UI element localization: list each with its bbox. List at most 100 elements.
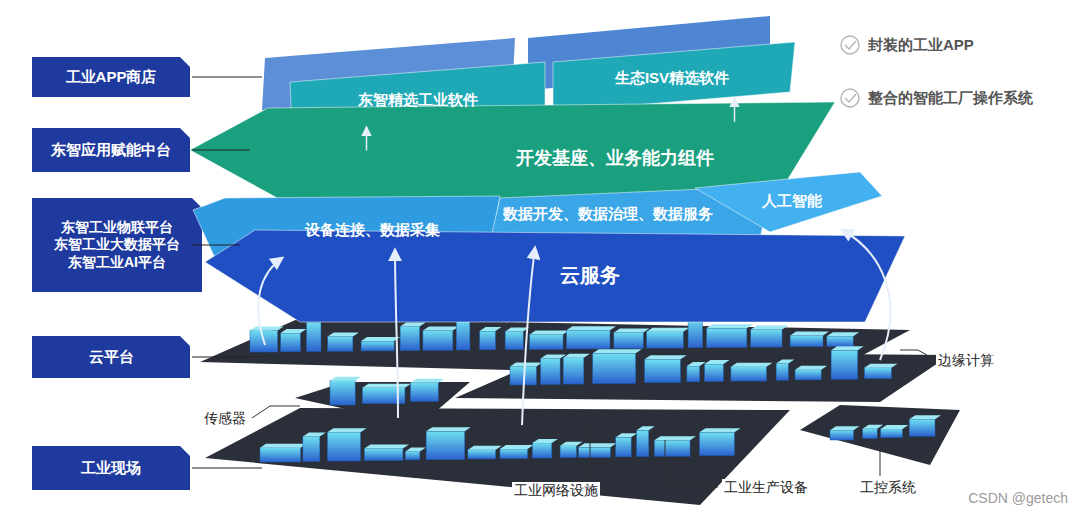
cloud-layer: 云服务 [205, 230, 905, 322]
building-roof [645, 355, 687, 359]
node-text: 设备连接、数据采集 [305, 221, 440, 240]
building [327, 432, 360, 461]
building [328, 336, 353, 351]
watermark: CSDN @getech [966, 490, 1070, 507]
building-roof [566, 326, 616, 330]
building [362, 388, 405, 404]
callout-label: 工业网络设施 [512, 482, 600, 499]
building [306, 322, 321, 351]
app-card-shape [553, 42, 795, 112]
callout-leader [590, 425, 591, 477]
building [616, 437, 631, 456]
node-text: 数据开发、数据治理、数据服务 [503, 205, 713, 224]
building-roof [426, 427, 471, 431]
building [505, 331, 523, 349]
data-flow-arrow [395, 250, 398, 418]
building-roof [909, 415, 941, 419]
building-roof [827, 332, 859, 336]
building-roof [795, 366, 827, 370]
building-roof [790, 331, 829, 335]
data-flow-arrow [258, 258, 282, 345]
building-roof [361, 337, 400, 341]
factory-buildings [260, 426, 740, 462]
building-roof [410, 379, 444, 383]
building-roof [707, 324, 753, 328]
building-roof [731, 363, 773, 367]
side-label-box-shape [32, 128, 190, 172]
data-flow-arrow [522, 248, 535, 425]
building [776, 364, 788, 381]
building [468, 450, 496, 459]
building-roof [250, 327, 284, 331]
building [566, 330, 610, 349]
app-card: 生态ISV精选软件 [553, 42, 795, 112]
label-holder: 边缘计算 [936, 352, 996, 369]
node-text: 开发基座、业务能力组件 [516, 147, 714, 170]
factory-buildings [510, 346, 897, 385]
building-roof [705, 360, 730, 364]
connector-arrow [734, 98, 736, 122]
node-text: 工业现场 [81, 459, 141, 478]
building [687, 366, 700, 382]
building [751, 329, 782, 347]
building-roof [405, 447, 426, 451]
building [864, 368, 891, 379]
building [560, 446, 576, 458]
factory-plate [205, 408, 790, 505]
building-roof [260, 444, 307, 448]
building-roof [364, 444, 409, 448]
node-text: 东智精选工业软件 [358, 91, 478, 110]
legend-holder: 封装的工业APP [866, 36, 976, 54]
node-text: 东智工业物联平台 东智工业大数据平台 东智工业AI平台 [42, 219, 192, 272]
building [647, 332, 684, 348]
leader-line [192, 356, 262, 357]
factory-buildings [830, 415, 941, 440]
connector-arrow [366, 127, 368, 151]
building-roof [699, 428, 740, 432]
side-label-box: 工业APP商店 [32, 57, 190, 97]
building [426, 431, 465, 459]
building [500, 449, 528, 459]
callout-label: 工业生产设备 [722, 479, 810, 496]
building [510, 366, 536, 385]
building [405, 451, 420, 460]
callout-leader [252, 406, 300, 418]
callout-label: 传感器 [202, 410, 248, 427]
building-roof [687, 362, 706, 366]
building [614, 332, 644, 348]
label-holder: CSDN @getech [966, 490, 1070, 507]
building-roof [654, 436, 696, 440]
factory-plate [455, 352, 950, 402]
building [699, 432, 734, 455]
building-roof [510, 362, 542, 366]
side-label-box-shape [32, 198, 202, 292]
check-icon [845, 94, 856, 102]
building-roof [328, 332, 359, 336]
label-holder: 工业网络设施 [512, 482, 600, 499]
building [364, 448, 403, 460]
building [645, 359, 681, 382]
building-roof [303, 432, 326, 436]
building-roof [831, 346, 864, 350]
legend-text: 封装的工业APP [866, 36, 976, 54]
building-roof [647, 328, 690, 332]
building [281, 333, 301, 352]
factory-plate [800, 405, 960, 465]
building [731, 367, 767, 381]
building [250, 331, 278, 352]
callout-label: 边缘计算 [936, 352, 996, 369]
node-text: 人工智能 [762, 192, 822, 211]
building-roof [560, 442, 582, 446]
factory-buildings [330, 377, 444, 405]
node-text: 生态ISV精选软件 [615, 69, 729, 88]
building-roof [563, 354, 590, 358]
building-roof [616, 433, 637, 437]
building [456, 319, 470, 350]
building [654, 440, 690, 456]
leader-line [192, 244, 240, 245]
building-roof [480, 327, 502, 331]
leader-line [192, 149, 250, 150]
building-roof [400, 322, 426, 326]
building-roof [751, 325, 788, 329]
building-roof [530, 331, 569, 335]
